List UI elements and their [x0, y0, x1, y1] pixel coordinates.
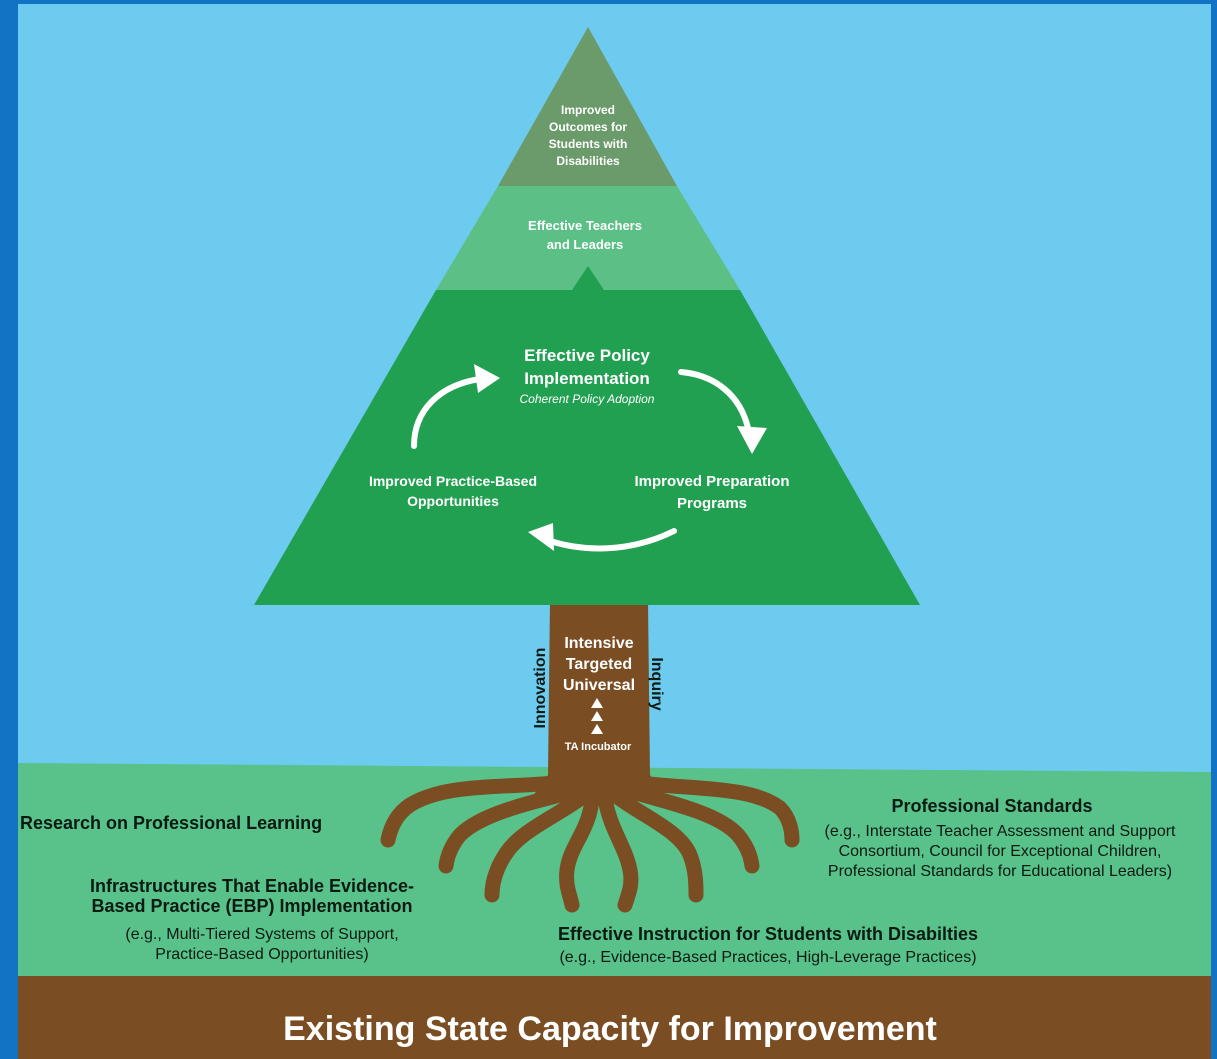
arrow-top-to-right	[678, 369, 751, 431]
arrowhead-left	[528, 523, 554, 551]
trunk-up-arrows	[591, 698, 603, 734]
outcomes-line-4: Disabilities	[556, 154, 620, 168]
research-label: Research on Professional Learning	[20, 813, 323, 833]
preparation-line-2: Programs	[676, 495, 748, 512]
cycle-arrows	[411, 369, 751, 552]
tier-intensive: Intensive	[564, 635, 634, 652]
infrastructure-line-2: Based Practice (EBP) Implementation	[91, 896, 413, 916]
arrow-left-to-top	[411, 376, 483, 449]
policy-subtitle: Coherent Policy Adoption	[519, 392, 655, 406]
support-tiers: Intensive Targeted Universal	[553, 633, 645, 696]
teachers-line-2: and Leaders	[546, 237, 624, 252]
practice-line-2: Opportunities	[407, 493, 499, 509]
arrowhead-top	[474, 364, 500, 393]
outcomes-line-2: Outcomes for	[548, 120, 627, 134]
instruction-title: Effective Instruction for Students with …	[557, 924, 979, 944]
grass-ground	[18, 763, 1211, 979]
instruction-examples: (e.g., Evidence-Based Practices, High-Le…	[559, 949, 977, 966]
infrastructure-example-2: Practice-Based Opportunities)	[155, 946, 369, 963]
outcomes-label: Improved Outcomes for Students with Disa…	[527, 102, 649, 170]
outcomes-line-1: Improved	[560, 103, 615, 117]
teachers-line-1: Effective Teachers	[528, 218, 642, 233]
tier-targeted: Targeted	[565, 656, 633, 673]
preparation-line-1: Improved Preparation	[634, 473, 790, 490]
standards-example-3: Professional Standards for Educational L…	[827, 863, 1173, 880]
policy-line-1: Effective Policy	[524, 346, 650, 365]
pyramid-base-tier	[254, 290, 920, 605]
cycle-arrowheads	[474, 364, 767, 551]
tier-universal: Universal	[562, 677, 636, 694]
policy-line-2: Implementation	[524, 369, 650, 388]
standards-title: Professional Standards	[891, 796, 1093, 816]
ta-incubator-label: TA Incubator	[564, 741, 632, 753]
policy-implementation-label: Effective Policy Implementation Coherent…	[482, 344, 692, 408]
pyramid-notch	[572, 266, 604, 290]
practice-based-label: Improved Practice-Based Opportunities	[350, 471, 556, 511]
standards-example-1: (e.g., Interstate Teacher Assessment and…	[824, 823, 1176, 840]
up-triangle-2	[591, 711, 603, 721]
pyramid-middle-tier	[436, 186, 740, 290]
practice-line-1: Improved Practice-Based	[368, 473, 538, 489]
standards-example-2: Consortium, Council for Exceptional Chil…	[838, 843, 1162, 860]
outcomes-line-3: Students with	[548, 137, 628, 151]
infrastructure-title: Infrastructures That Enable Evidence- Ba…	[42, 876, 462, 916]
infrastructure-examples: (e.g., Multi-Tiered Systems of Support, …	[82, 925, 442, 965]
infrastructure-example-1: (e.g., Multi-Tiered Systems of Support,	[125, 926, 399, 943]
up-triangle-3	[591, 724, 603, 734]
foundation-label: Existing State Capacity for Improvement	[283, 1010, 937, 1048]
soil-band	[18, 976, 1211, 1059]
tree-trunk	[530, 600, 668, 800]
teachers-leaders-label: Effective Teachers and Leaders	[500, 216, 670, 254]
preparation-programs-label: Improved Preparation Programs	[612, 471, 812, 515]
arrow-right-to-left	[547, 528, 677, 552]
standards-examples: (e.g., Interstate Teacher Assessment and…	[790, 822, 1210, 882]
arrowhead-right	[737, 426, 767, 454]
inquiry-label: Inquiry	[648, 657, 665, 711]
tree-roots	[380, 772, 800, 913]
pyramid-top-tier	[498, 27, 677, 186]
infrastructure-line-1: Infrastructures That Enable Evidence-	[89, 876, 415, 896]
up-triangle-1	[591, 698, 603, 708]
innovation-label: Innovation	[532, 647, 549, 729]
